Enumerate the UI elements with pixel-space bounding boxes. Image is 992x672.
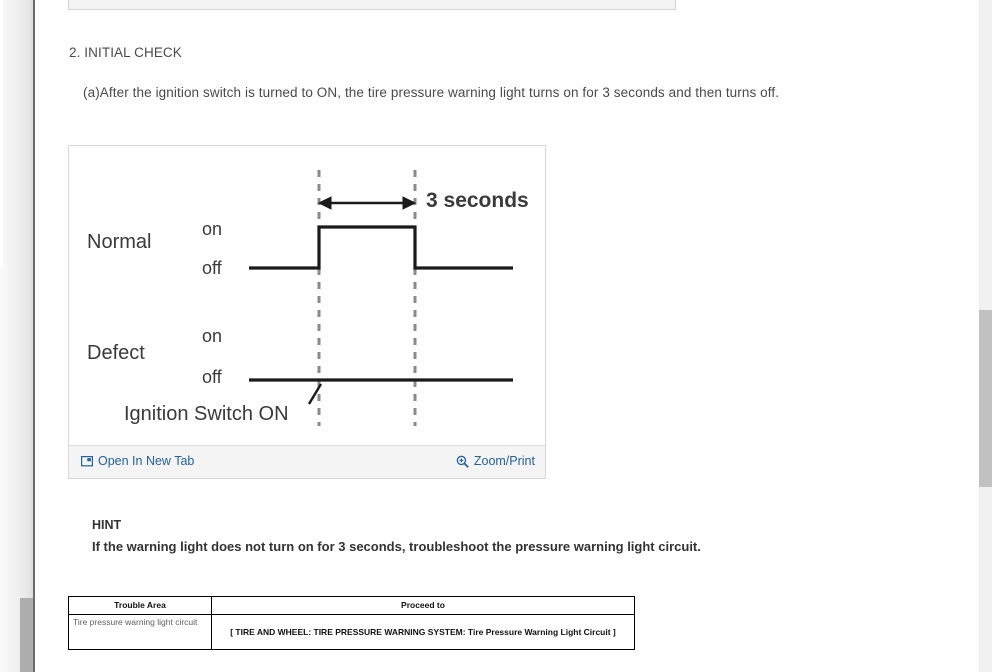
open-in-new-tab-button[interactable]: Open In New Tab bbox=[81, 454, 194, 468]
figure-toolbar: Open In New Tab Zoom/Print bbox=[69, 445, 545, 478]
table-row: Tire pressure warning light circuit [ TI… bbox=[68, 614, 635, 650]
table-header-row: Trouble Area Proceed to bbox=[68, 596, 635, 615]
cell-proceed-to[interactable]: [ TIRE AND WHEEL: TIRE PRESSURE WARNING … bbox=[211, 614, 635, 650]
open-in-new-tab-label: Open In New Tab bbox=[98, 454, 195, 468]
cell-trouble-area: Tire pressure warning light circuit bbox=[68, 614, 212, 650]
diagram-row-label-defect: Defect bbox=[87, 342, 145, 364]
diagram-state-label-defect-on: on bbox=[202, 326, 223, 346]
diagram-event-label: Ignition Switch ON bbox=[124, 403, 289, 425]
ignition-leader-line bbox=[307, 383, 323, 405]
trouble-area-table: Trouble Area Proceed to Tire pressure wa… bbox=[68, 596, 635, 650]
diagram-row-label-normal: Normal bbox=[87, 231, 152, 253]
diagram-state-label-normal-off: off bbox=[202, 258, 222, 278]
diagram-state-label-defect-off: off bbox=[202, 367, 222, 387]
step-paragraph: (a)After the ignition switch is turned t… bbox=[83, 85, 780, 100]
left-gutter-notch bbox=[0, 0, 3, 268]
hint-text: If the warning light does not turn on fo… bbox=[92, 539, 701, 554]
zoom-print-button[interactable]: Zoom/Print bbox=[456, 454, 535, 468]
right-scrollbar-thumb[interactable] bbox=[979, 310, 992, 487]
figure-viewer: Normal on off Defect on off 3 seconds Ig… bbox=[68, 145, 546, 479]
hint-title: HINT bbox=[92, 518, 122, 532]
zoom-print-label: Zoom/Print bbox=[473, 454, 535, 468]
left-scrollbar-track[interactable] bbox=[20, 0, 33, 672]
step-heading: 2. INITIAL CHECK bbox=[69, 45, 182, 60]
timing-chart-diagram: Normal on off Defect on off 3 seconds Ig… bbox=[69, 146, 545, 445]
diagram-duration-label: 3 seconds bbox=[426, 189, 529, 212]
left-gutter-panel bbox=[0, 0, 35, 672]
table-header-trouble-area: Trouble Area bbox=[68, 596, 212, 615]
normal-waveform bbox=[249, 225, 513, 270]
document-page: 2. INITIAL CHECK (a)After the ignition s… bbox=[35, 0, 979, 672]
magnifier-plus-icon bbox=[456, 455, 469, 468]
new-tab-icon bbox=[81, 455, 94, 467]
diagram-state-label-normal-on: on bbox=[202, 219, 223, 239]
table-header-proceed-to: Proceed to bbox=[211, 596, 635, 615]
left-scrollbar-thumb[interactable] bbox=[20, 598, 33, 672]
duration-arrow bbox=[317, 196, 417, 210]
previous-figure-bottom-edge bbox=[68, 0, 676, 10]
